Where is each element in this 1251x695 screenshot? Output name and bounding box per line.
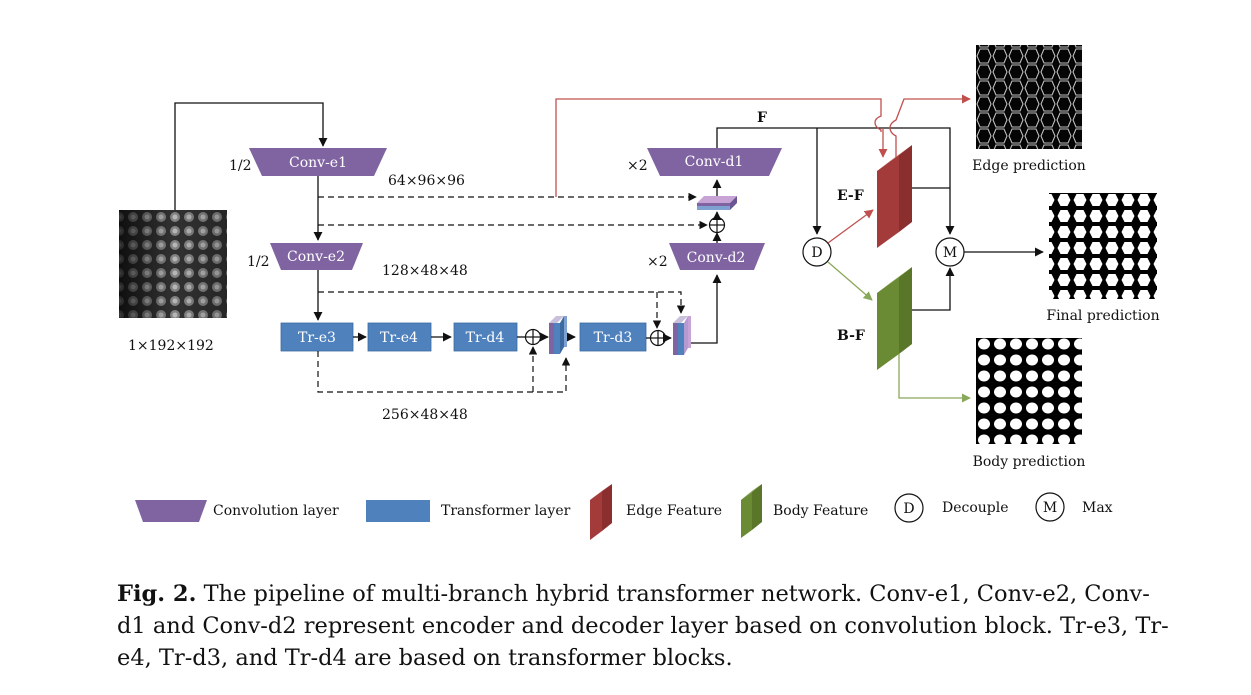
conv-d1-block: Conv-d1 [647,148,782,176]
pipeline-diagram: 1×192×192 Conv-e1 1/2 64×96×96 Conv-e2 1… [119,45,1160,540]
legend-edge-swatch [590,484,612,540]
add-operator-2 [649,329,667,347]
body-prediction-label: Body prediction [973,454,1086,470]
legend: Convolution layer Transformer layer Edge… [135,484,1113,540]
dim-256-label: 256×48×48 [382,407,468,423]
legend-decouple-icon [894,493,924,523]
figure-caption: Fig. 2. The pipeline of multi-branch hyb… [117,578,1177,674]
legend-conv-label: Convolution layer [213,503,339,519]
skip-e2-to-concat-2 [318,291,686,314]
input-image [119,210,227,318]
tr-d4-label: Tr-d4 [466,330,505,346]
conv-e1-block: Conv-e1 [249,148,387,176]
tr-d3-block: Tr-d3 [579,322,647,352]
tr-d3-label: Tr-d3 [594,330,633,346]
decouple-to-body-feature-arrow [827,261,873,301]
x2-label-1: ×2 [627,158,648,174]
body-feature-block [877,267,912,370]
decouple-node: D [802,237,832,267]
add-operator-1 [524,328,542,346]
tr-e3-label: Tr-e3 [298,330,336,346]
legend-body-swatch [741,484,762,538]
concat-block-1 [549,316,567,354]
final-prediction-label: Final prediction [1046,308,1159,324]
legend-body-label: Body Feature [773,503,868,519]
concat-block-3 [697,196,737,210]
concat-block-2 [673,316,691,355]
tr-d4-block: Tr-d4 [453,322,518,352]
edge-feature-to-edge-prediction-arrow [889,94,971,158]
caption-text: The pipeline of multi-branch hybrid tran… [117,581,1169,671]
legend-max-label: Max [1082,500,1113,516]
skip-e3-to-concat-1 [317,351,571,393]
legend-max-icon [1035,492,1065,522]
bf-label: B-F [837,328,865,344]
tr-e3-block: Tr-e3 [280,322,354,352]
max-node: M [935,237,965,267]
conv-e2-label: Conv-e2 [287,249,345,265]
tr-e4-block: Tr-e4 [367,322,432,352]
input-to-conv-e1-arrow [174,102,328,210]
x2-label-2: ×2 [647,254,668,270]
conv-d1-label: Conv-d1 [685,154,744,170]
decouple-to-edge-feature-arrow [827,209,874,244]
legend-decouple-label: Decouple [942,500,1009,516]
edge-feature-block [877,145,912,248]
edge-prediction-label: Edge prediction [972,158,1086,174]
body-prediction-image [976,338,1082,444]
edge-prediction-image [976,45,1082,149]
conv-d2-label: Conv-d2 [687,250,746,266]
legend-edge-label: Edge Feature [626,503,722,519]
f-bus-to-max [716,127,955,235]
dim-128-label: 128×48×48 [382,263,468,279]
dim-64-label: 64×96×96 [388,173,465,189]
ef-label: E-F [837,188,864,204]
skip-to-edge-feature-red-line [555,98,882,197]
input-dim-label: 1×192×192 [128,338,214,354]
add-operator-3 [708,216,726,234]
legend-conv-swatch [135,500,207,522]
caption-label: Fig. 2. [117,581,197,607]
half-label-2: 1/2 [247,254,270,270]
skip-connections [317,192,708,393]
legend-decouple-symbol: D [903,501,914,517]
body-feature-to-body-prediction-arrow [898,354,971,403]
decouple-node-label: D [811,245,822,261]
half-label-1: 1/2 [229,158,252,174]
conv-e2-block: Conv-e2 [270,243,363,270]
legend-transformer-label: Transformer layer [441,503,571,519]
conv-e1-label: Conv-e1 [289,155,347,171]
max-node-label: M [943,245,957,261]
conv-d2-block: Conv-d2 [669,243,765,270]
f-label: F [757,110,767,126]
concat-2-to-conv-d2-arrow [691,274,722,344]
legend-max-symbol: M [1043,500,1057,516]
final-prediction-image [1049,193,1157,299]
tr-e4-label: Tr-e4 [380,330,418,346]
body-feature-to-max-arrow [912,267,955,311]
legend-transformer-swatch [366,500,430,522]
